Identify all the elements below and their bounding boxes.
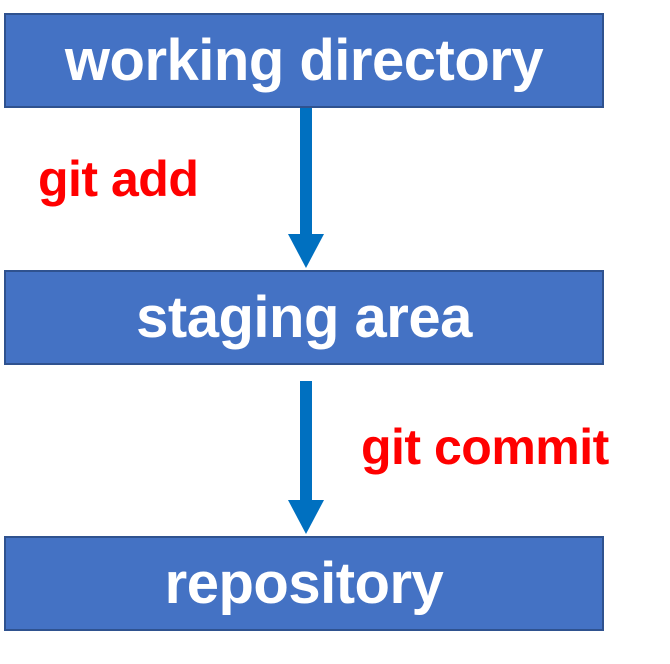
staging-area-box: staging area [4, 270, 604, 365]
working-directory-label: working directory [64, 28, 544, 93]
working-directory-box: working directory [4, 13, 604, 108]
add-arrow [288, 108, 324, 268]
add-arrow-shaft [300, 108, 312, 236]
add-arrow-head [288, 234, 324, 268]
commit-arrow-head [288, 500, 324, 534]
commit-arrow-shaft [300, 381, 312, 502]
repository-box: repository [4, 536, 604, 631]
git-commit-label: git commit [361, 419, 609, 475]
staging-area-label: staging area [136, 285, 472, 350]
repository-label: repository [164, 551, 444, 616]
git-add-label: git add [38, 151, 199, 207]
commit-arrow [288, 381, 324, 534]
